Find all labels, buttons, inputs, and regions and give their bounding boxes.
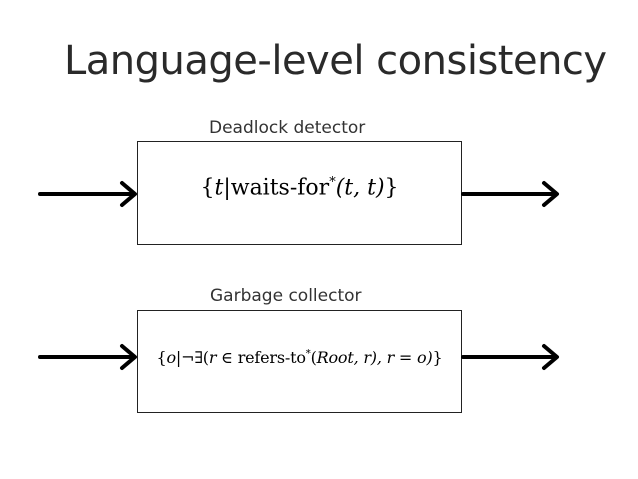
formula-brace-close: } <box>432 348 443 367</box>
deadlock-output-arrow <box>461 181 559 207</box>
formula-brace-open: { <box>156 348 167 367</box>
garbage-output-arrow <box>461 344 559 370</box>
deadlock-formula: {t|waits-for*(t, t)} <box>138 175 461 200</box>
formula-variable: t <box>214 175 224 201</box>
formula-brace-open: { <box>200 175 215 201</box>
garbage-collector-label: Garbage collector <box>210 286 362 306</box>
formula-brace-close: } <box>384 175 399 201</box>
formula-star: * <box>329 175 336 190</box>
formula-arguments: , r), r = o) <box>353 348 433 367</box>
formula-function: ∈ refers-to <box>216 348 306 367</box>
garbage-input-arrow <box>38 344 137 370</box>
garbage-formula: {o|¬∃(r ∈ refers-to*(Root, r), r = o)} <box>138 348 461 367</box>
garbage-collector-box: {o|¬∃(r ∈ refers-to*(Root, r), r = o)} <box>137 310 462 413</box>
formula-variable: o <box>166 348 176 367</box>
deadlock-detector-box: {t|waits-for*(t, t)} <box>137 141 462 245</box>
formula-star: * <box>305 348 311 360</box>
formula-quantifier: |¬∃( <box>175 348 209 367</box>
formula-separator: | <box>223 175 231 201</box>
formula-root: Root <box>316 348 354 367</box>
formula-arguments: (t, t) <box>335 175 385 201</box>
formula-r: r <box>208 348 217 367</box>
formula-function: waits-for <box>230 175 330 201</box>
slide-title: Language-level consistency <box>64 38 607 84</box>
deadlock-input-arrow <box>38 181 137 207</box>
formula-paren: ( <box>310 348 317 367</box>
deadlock-detector-label: Deadlock detector <box>209 118 366 138</box>
